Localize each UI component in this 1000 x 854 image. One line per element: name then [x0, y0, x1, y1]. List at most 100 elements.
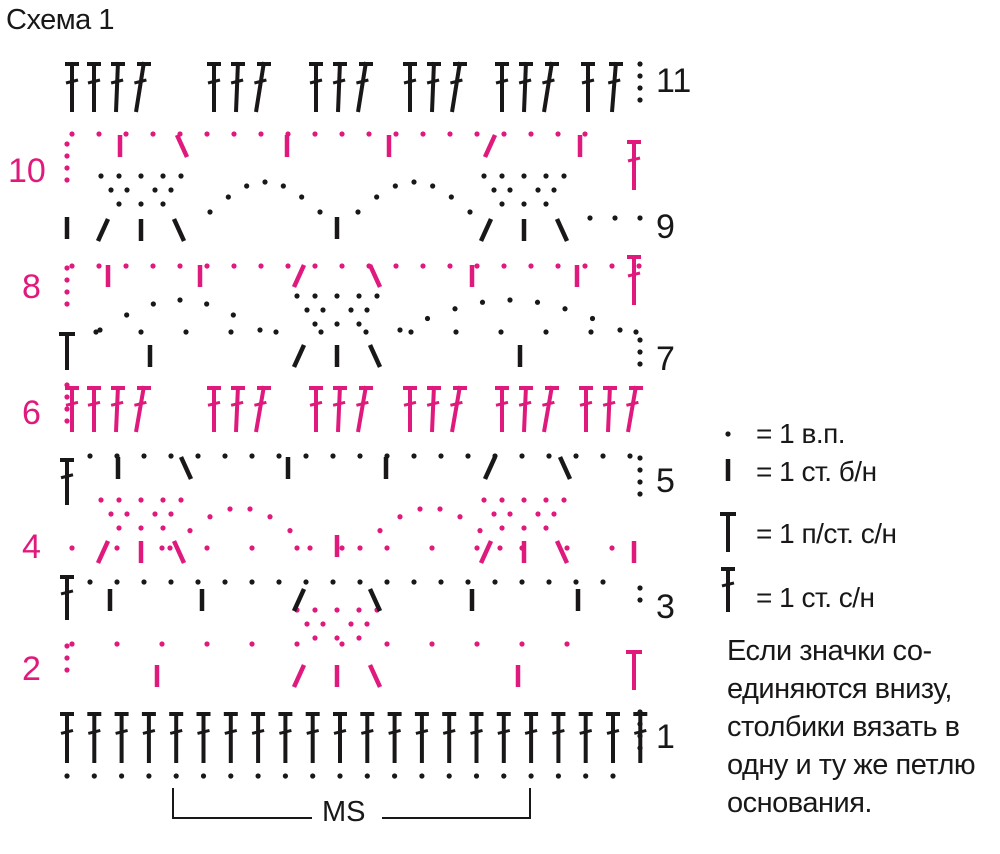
chain-stitch-icon: [303, 453, 309, 459]
chain-stitch-icon: [519, 579, 525, 585]
chain-stitch-icon: [364, 621, 370, 627]
chain-stitch-icon: [87, 453, 93, 459]
chain-stitch-icon: [304, 307, 310, 313]
chain-stitch-icon: [64, 394, 70, 400]
chain-stitch-icon: [204, 301, 210, 307]
chain-stitch-icon: [255, 773, 261, 779]
chain-stitch-icon: [501, 773, 507, 779]
chain-stitch-icon: [420, 263, 426, 269]
chain-stitch-icon: [357, 453, 363, 459]
chain-stitch-icon: [152, 187, 158, 193]
chain-stitch-icon: [562, 306, 568, 312]
chain-stitch-icon: [138, 525, 144, 531]
chain-stitch-icon: [334, 321, 340, 327]
double-crochet-icon: [581, 78, 595, 85]
chain-stitch-icon: [91, 773, 97, 779]
chain-stitch-icon: [231, 131, 237, 137]
chain-stitch-icon: [339, 131, 345, 137]
chain-stitch-icon: [64, 277, 70, 283]
single-crochet-icon: [178, 456, 194, 480]
chain-stitch-icon: [519, 641, 525, 647]
single-crochet-icon: [367, 664, 383, 688]
chain-stitch-icon: [492, 579, 498, 585]
single-crochet-icon: [478, 218, 494, 242]
single-crochet-icon: [291, 664, 307, 688]
chain-stitch-icon: [207, 209, 213, 215]
chain-stitch-icon: [419, 773, 425, 779]
chain-stitch-icon: [168, 453, 174, 459]
chain-stitch-icon: [393, 131, 399, 137]
chain-stitch-icon: [637, 85, 643, 91]
chain-stitch-icon: [168, 579, 174, 585]
chain-stitch-icon: [448, 194, 454, 200]
chain-stitch-icon: [98, 173, 104, 179]
chain-stitch-icon: [363, 329, 369, 335]
double-crochet-icon: [606, 385, 612, 433]
chain-stitch-icon: [356, 321, 362, 327]
chain-stitch-icon: [312, 321, 318, 327]
chain-stitch-icon: [633, 329, 639, 335]
chain-stitch-icon: [474, 641, 480, 647]
double-crochet-icon: [134, 78, 147, 85]
chain-stitch-icon: [334, 293, 340, 299]
double-crochet-icon: [251, 728, 265, 735]
chain-stitch-icon: [543, 497, 549, 503]
chain-stitch-icon: [294, 545, 300, 551]
double-crochet-icon: [522, 385, 528, 433]
chain-stitch-icon: [637, 745, 643, 751]
double-crochet-icon: [579, 400, 593, 407]
double-crochet-icon: [388, 728, 401, 735]
chain-stitch-icon: [64, 382, 70, 388]
chain-stitch-icon: [357, 545, 363, 551]
chain-stitch-icon: [294, 293, 300, 299]
chain-stitch-icon: [69, 641, 75, 647]
chain-stitch-icon: [280, 183, 286, 189]
double-crochet-icon: [306, 728, 320, 735]
chain-stitch-icon: [481, 173, 487, 179]
chain-stitch-icon: [374, 293, 380, 299]
chain-stitch-icon: [247, 506, 253, 512]
chain-stitch-icon: [411, 453, 417, 459]
double-crochet-icon: [627, 271, 641, 278]
double-crochet-icon: [197, 728, 210, 735]
chain-stitch-icon: [564, 641, 570, 647]
chain-stitch-icon: [637, 73, 643, 79]
double-crochet-icon: [606, 728, 620, 735]
chain-stitch-icon: [108, 511, 114, 517]
chain-stitch-icon: [257, 327, 263, 333]
double-crochet-icon: [114, 385, 120, 433]
double-crochet-icon: [230, 400, 244, 407]
chain-stitch-icon: [64, 165, 70, 171]
chain-stitch-icon: [637, 215, 643, 221]
chain-stitch-icon: [384, 641, 390, 647]
chain-stitch-icon: [528, 131, 534, 137]
chain-stitch-icon: [499, 173, 505, 179]
chain-stitch-icon: [637, 361, 643, 367]
chain-stitch-icon: [637, 479, 643, 485]
chain-stitch-icon: [262, 179, 268, 185]
chain-stitch-icon: [424, 315, 431, 322]
double-crochet-icon: [60, 473, 74, 480]
chain-stitch-icon: [114, 545, 120, 551]
chain-stitch-icon: [249, 453, 255, 459]
chain-stitch-icon: [497, 545, 503, 551]
chain-stitch-icon: [364, 307, 370, 313]
chain-stitch-icon: [408, 329, 414, 335]
note-line-4: одну и ту же петлю: [727, 749, 976, 781]
double-crochet-icon: [522, 61, 528, 113]
chain-stitch-icon: [173, 773, 179, 779]
chain-stitch-icon: [474, 263, 480, 269]
chain-stitch-icon: [146, 773, 152, 779]
chain-stitch-icon: [267, 514, 273, 520]
chain-stitch-icon: [294, 641, 300, 647]
chain-stitch-icon: [69, 131, 75, 137]
double-crochet-icon: [610, 61, 618, 113]
chain-stitch-icon: [159, 641, 165, 647]
chain-stitch-icon: [600, 453, 606, 459]
chain-stitch-icon: [249, 579, 255, 585]
single-crochet-icon: [482, 134, 498, 158]
double-crochet-icon: [627, 156, 641, 163]
chain-stitch-icon: [507, 297, 513, 303]
double-crochet-icon: [65, 78, 79, 85]
